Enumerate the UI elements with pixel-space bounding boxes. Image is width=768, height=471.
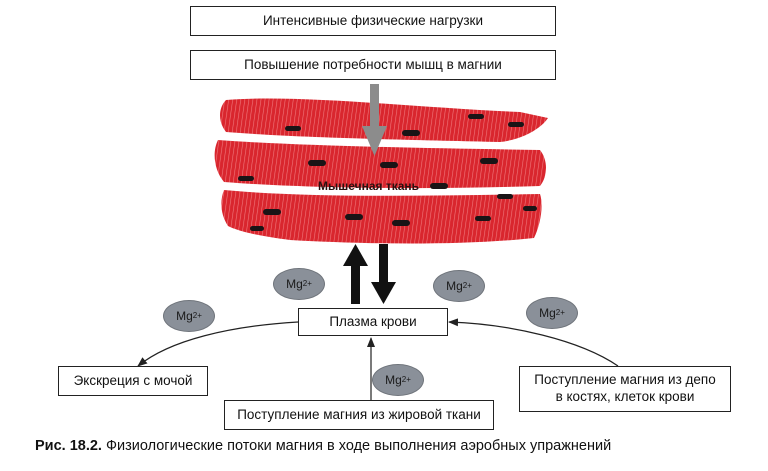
blood-plasma-box: Плазма крови: [298, 308, 448, 336]
mg-ion-symbol: Mg: [539, 306, 556, 320]
exchange-arrow-down: [371, 244, 396, 304]
mg-ion-symbol: Mg: [176, 309, 193, 323]
fat-tissue-supply-box: Поступление магния из жировой ткани: [224, 400, 494, 430]
figure-caption-text: Физиологические потоки магния в ходе вып…: [101, 438, 612, 454]
arrow-plasma-to-excretion: [137, 321, 299, 367]
arrow-depot-to-plasma: [448, 318, 619, 367]
mg-ion-symbol: Mg: [446, 279, 463, 293]
muscle-fiber-top: [220, 98, 548, 142]
demand-arrow: [362, 84, 387, 156]
figure-number: Рис. 18.2.: [35, 438, 102, 454]
figure-caption: Рис. 18.2. Физиологические потоки магния…: [35, 438, 611, 454]
muscle-tissue-label: Мышечная ткань: [318, 179, 420, 193]
muscle-tissue: [214, 98, 548, 244]
intensive-load-box: Интенсивные физические нагрузки: [190, 6, 556, 36]
mg-ion-symbol: Mg: [286, 277, 303, 291]
muscle-nuclei: [238, 114, 537, 231]
muscle-demand-box: Повышение потребности мышц в магнии: [190, 50, 556, 80]
urine-excretion-box: Экскреция с мочой: [58, 366, 208, 396]
depot-supply-box: Поступление магния из депо в костях, кле…: [519, 366, 731, 412]
muscle-fiber-bottom: [221, 190, 542, 244]
exchange-arrow-up: [343, 244, 368, 304]
mg-ion-symbol: Mg: [385, 373, 402, 387]
